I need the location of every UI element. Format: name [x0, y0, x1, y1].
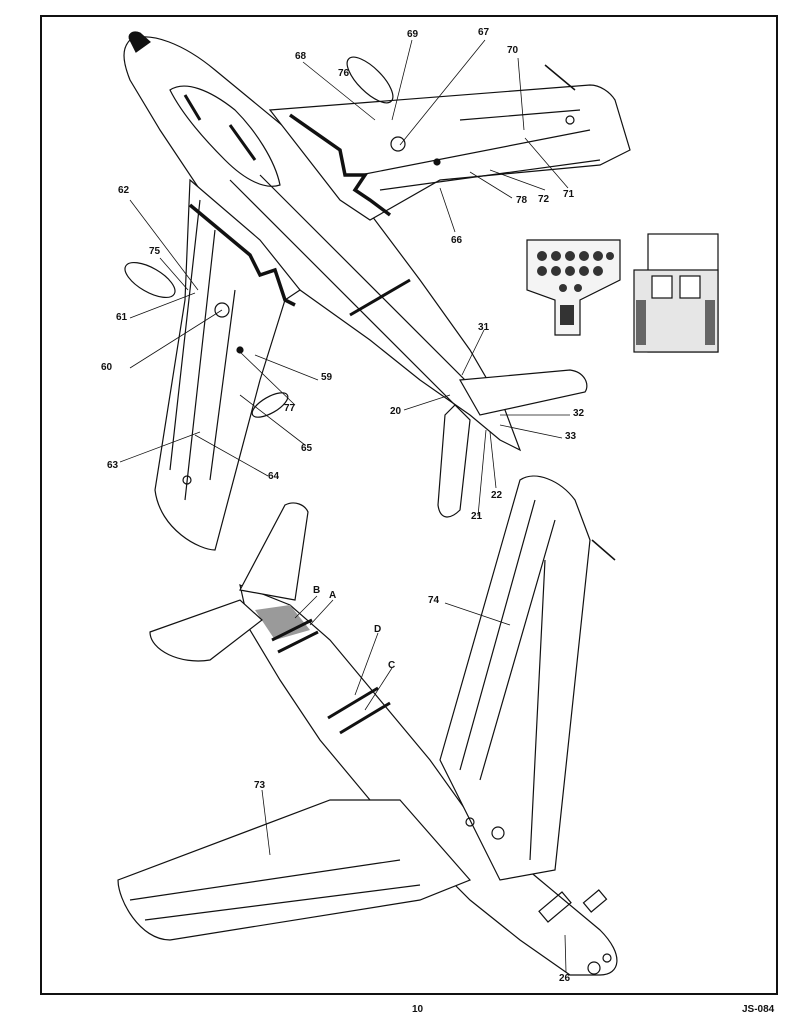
drop-tank-3 [251, 392, 289, 418]
lower-right-wing-lines [459, 499, 556, 861]
lower-left-wing [117, 799, 472, 941]
callout-63: 63 [107, 460, 119, 471]
sheet-code: JS-084 [742, 1004, 775, 1015]
upper-fuselage [123, 36, 522, 452]
lower-h-stab [149, 599, 263, 662]
lower-right-wing [439, 475, 591, 881]
cockpit-tub [633, 233, 719, 353]
callout-67: 67 [478, 27, 490, 38]
callout-32: 32 [573, 408, 585, 419]
drop-tank-2 [124, 261, 176, 299]
band-D [327, 686, 379, 720]
canopy [169, 85, 281, 187]
h-stab-right [459, 369, 588, 416]
lower-aircraft [117, 475, 618, 976]
tail-exhaust-shade [255, 605, 310, 640]
instrument-panel [526, 239, 621, 336]
pitot-probe [544, 64, 576, 91]
callout-78: 78 [516, 195, 528, 206]
callout-20: 20 [390, 406, 402, 417]
wing-root-line-left [188, 203, 296, 307]
callout-60: 60 [101, 362, 113, 373]
callout-D: D [374, 624, 382, 635]
vertical-fin [239, 502, 309, 601]
callout-33: 33 [565, 431, 577, 442]
callout-64: 64 [268, 471, 280, 482]
callout-B: B [313, 585, 321, 596]
fuel-cap-1 [390, 136, 406, 152]
band-B [271, 618, 319, 654]
callout-75: 75 [149, 246, 161, 257]
lower-left-wing-lines [129, 859, 421, 921]
sheet-border [40, 15, 778, 995]
fuselage-lines [229, 174, 491, 421]
callout-59: 59 [321, 372, 333, 383]
drop-tank-1 [346, 56, 394, 104]
callout-77: 77 [284, 403, 296, 414]
canopy-frame [183, 94, 257, 161]
wing-root-line-right [288, 113, 392, 217]
callout-76: 76 [338, 68, 350, 79]
fuel-cap-2 [214, 302, 230, 318]
callout-26: 26 [559, 973, 571, 984]
leader-lines [119, 39, 570, 973]
right-wing-flap-lines [359, 109, 601, 191]
callout-22: 22 [491, 490, 503, 501]
callout-71: 71 [563, 189, 575, 200]
callout-21: 21 [471, 511, 483, 522]
callout-70: 70 [507, 45, 519, 56]
callout-65: 65 [301, 443, 313, 454]
callout-74: 74 [428, 595, 440, 606]
callout-31: 31 [478, 322, 490, 333]
band-C [339, 701, 391, 735]
callout-72: 72 [538, 194, 550, 205]
h-stab-left [437, 404, 471, 518]
page-number: 10 [412, 1004, 424, 1015]
nose-radome [128, 31, 151, 53]
left-wing-panel-lines [169, 199, 236, 501]
upper-aircraft [123, 31, 631, 551]
right-wing-upper [268, 84, 631, 221]
callout-61: 61 [116, 312, 128, 323]
callout-68: 68 [295, 51, 307, 62]
callout-62: 62 [118, 185, 130, 196]
callout-69: 69 [407, 29, 419, 40]
lower-pitot [591, 539, 616, 561]
callout-C: C [388, 660, 396, 671]
callout-66: 66 [451, 235, 463, 246]
callout-73: 73 [254, 780, 266, 791]
callout-A: A [329, 590, 337, 601]
